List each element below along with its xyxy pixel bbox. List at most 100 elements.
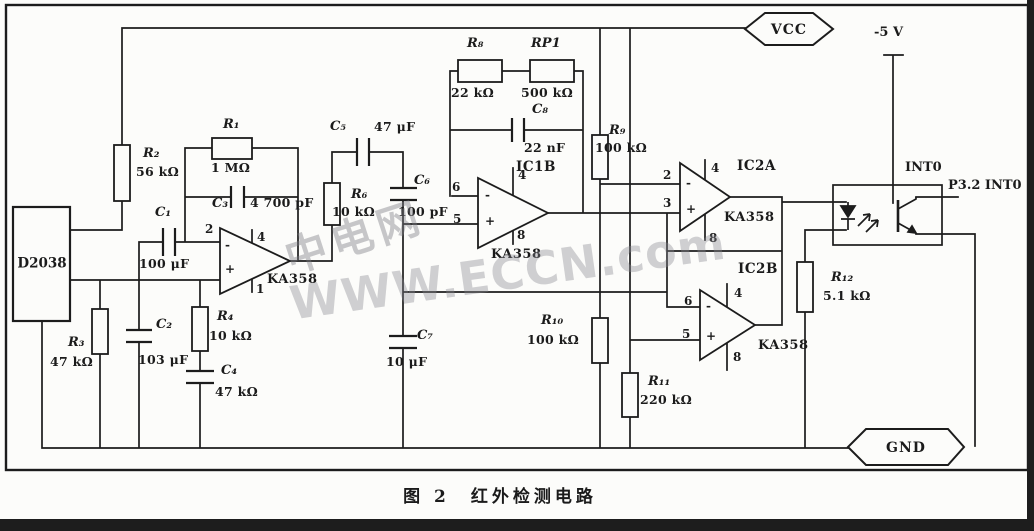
- ic1a-pin-4: 4: [257, 230, 266, 244]
- label-R8-ref: R₈: [467, 36, 484, 51]
- label-R6-val: 10 kΩ: [332, 204, 376, 219]
- resistor-R8-body: [457, 59, 503, 83]
- sensor-D2038-box: [11, 205, 72, 323]
- label-R11-val: 220 kΩ: [640, 392, 693, 407]
- label-R10-ref: R₁₀: [541, 313, 564, 328]
- sensor-label: D2038: [17, 255, 67, 272]
- opamp-ic1b-triangle: [477, 176, 551, 250]
- figure-caption: 图 2 红外检测电路: [403, 487, 597, 507]
- p32-int0-label: P3.2 INT0: [948, 178, 1022, 193]
- ic2a-minus-sign: -: [686, 176, 691, 190]
- label-R3-ref: R₃: [68, 335, 85, 350]
- ic1a-pin-2: 2: [205, 222, 214, 236]
- phototransistor-icon: [896, 197, 918, 235]
- ic1b-chip-label: KA358: [491, 247, 542, 262]
- label-RP1-ref: RP1: [531, 36, 561, 51]
- label-C5-ref: C₅: [330, 119, 347, 134]
- int0-label: INT0: [905, 160, 942, 175]
- ic2b-pin-6: 6: [684, 294, 693, 308]
- ic1a-minus-sign: -: [225, 238, 230, 252]
- label-R9-val: 100 kΩ: [595, 140, 648, 155]
- label-R2-ref: R₂: [143, 146, 160, 161]
- capacitor-C8-plates: [510, 118, 526, 142]
- label-C6-ref: C₆: [414, 173, 431, 188]
- capacitors: [126, 118, 526, 385]
- ic2a-plus-sign: +: [686, 202, 697, 216]
- optocoupler: [832, 184, 943, 246]
- label-C2-val: 103 μF: [138, 352, 189, 367]
- capacitor-C3-plates: [229, 186, 246, 208]
- resistor-R6-body: [323, 182, 341, 226]
- ic1a-pin-1: 1: [256, 282, 265, 296]
- capacitor-C1-plates: [161, 228, 177, 256]
- ic2b-plus-sign: +: [706, 329, 717, 343]
- capacitor-C4-plates: [186, 369, 214, 385]
- vcc-hexagon: [743, 12, 835, 46]
- gnd-hexagon: [846, 428, 966, 466]
- label-R1-val: 1 MΩ: [211, 160, 251, 175]
- opamp-ic2a-triangle: [679, 161, 732, 233]
- resistor-R3-body: [91, 308, 109, 355]
- label-R12-val: 5.1 kΩ: [823, 288, 871, 303]
- capacitor-C5-plates: [355, 138, 371, 166]
- ic2a-name: IC2A: [737, 158, 776, 174]
- capacitor-C7-plates: [389, 334, 417, 350]
- ic2b-name: IC2B: [738, 261, 778, 277]
- resistor-RP1-body: [529, 59, 575, 83]
- label-C8-ref: C₈: [532, 102, 549, 117]
- label-R4-val: 10 kΩ: [209, 328, 253, 343]
- ic1b-name: IC1B: [516, 159, 556, 175]
- ic2a-chip-label: KA358: [724, 210, 775, 225]
- led-icon: [839, 202, 857, 230]
- ic2b-pin-4: 4: [734, 286, 743, 300]
- ic1b-pin-5: 5: [453, 212, 462, 226]
- label-RP1-val: 500 kΩ: [521, 85, 574, 100]
- ic2a-pin-4: 4: [711, 161, 720, 175]
- capacitor-C2-plates: [126, 328, 152, 344]
- label-R4-ref: R₄: [217, 309, 234, 324]
- label-R2-val: 56 kΩ: [136, 164, 180, 179]
- optocoupler-box: [832, 184, 943, 246]
- resistor-R2-body: [113, 144, 131, 202]
- label-R9-ref: R₉: [609, 123, 626, 138]
- wires: [41, 27, 976, 449]
- label-R11-ref: R₁₁: [648, 374, 671, 389]
- ic2a-pin-3: 3: [663, 196, 672, 210]
- ic1a-plus-sign: +: [225, 262, 236, 276]
- label-C5-val: 47 μF: [374, 119, 416, 134]
- ic1b-pin-8: 8: [517, 228, 526, 242]
- capacitor-C6-plates: [390, 186, 417, 202]
- label-R3-val: 47 kΩ: [50, 354, 94, 369]
- label-C4-val: 47 kΩ: [215, 384, 259, 399]
- resistor-R11-body: [621, 372, 639, 418]
- label-R10-val: 100 kΩ: [527, 332, 580, 347]
- opamp-ic2b-triangle: [699, 288, 757, 362]
- wire-net: [41, 27, 976, 449]
- resistor-R9-body: [591, 134, 609, 180]
- resistor-R1-body: [211, 137, 253, 160]
- ic2b-pin-8: 8: [733, 350, 742, 364]
- ic1b-pin-4: 4: [518, 168, 527, 182]
- ic2a-pin-8: 8: [709, 231, 718, 245]
- label-R8-val: 22 kΩ: [451, 85, 495, 100]
- ic2b-minus-sign: -: [706, 299, 711, 313]
- label-C3-val: 4 700 pF: [250, 195, 314, 210]
- label-R6-ref: R₆: [351, 187, 368, 202]
- resistor-R4-body: [191, 306, 209, 352]
- ic2a-pin-2: 2: [663, 168, 672, 182]
- label-C8-val: 22 nF: [524, 140, 566, 155]
- label-C1-ref: C₁: [155, 205, 172, 220]
- gnd-label: GND: [886, 440, 926, 456]
- ic2b-chip-label: KA358: [758, 338, 809, 353]
- opamp-ic1a-triangle: [219, 226, 293, 296]
- light-arrows-icon: [857, 213, 879, 233]
- ic1b-minus-sign: -: [485, 188, 490, 202]
- resistor-R10-body: [591, 317, 609, 364]
- label-C4-ref: C₄: [221, 363, 238, 378]
- label-C6-val: 100 pF: [398, 204, 448, 219]
- label-C2-ref: C₂: [156, 317, 173, 332]
- label-C7-ref: C₇: [417, 328, 434, 343]
